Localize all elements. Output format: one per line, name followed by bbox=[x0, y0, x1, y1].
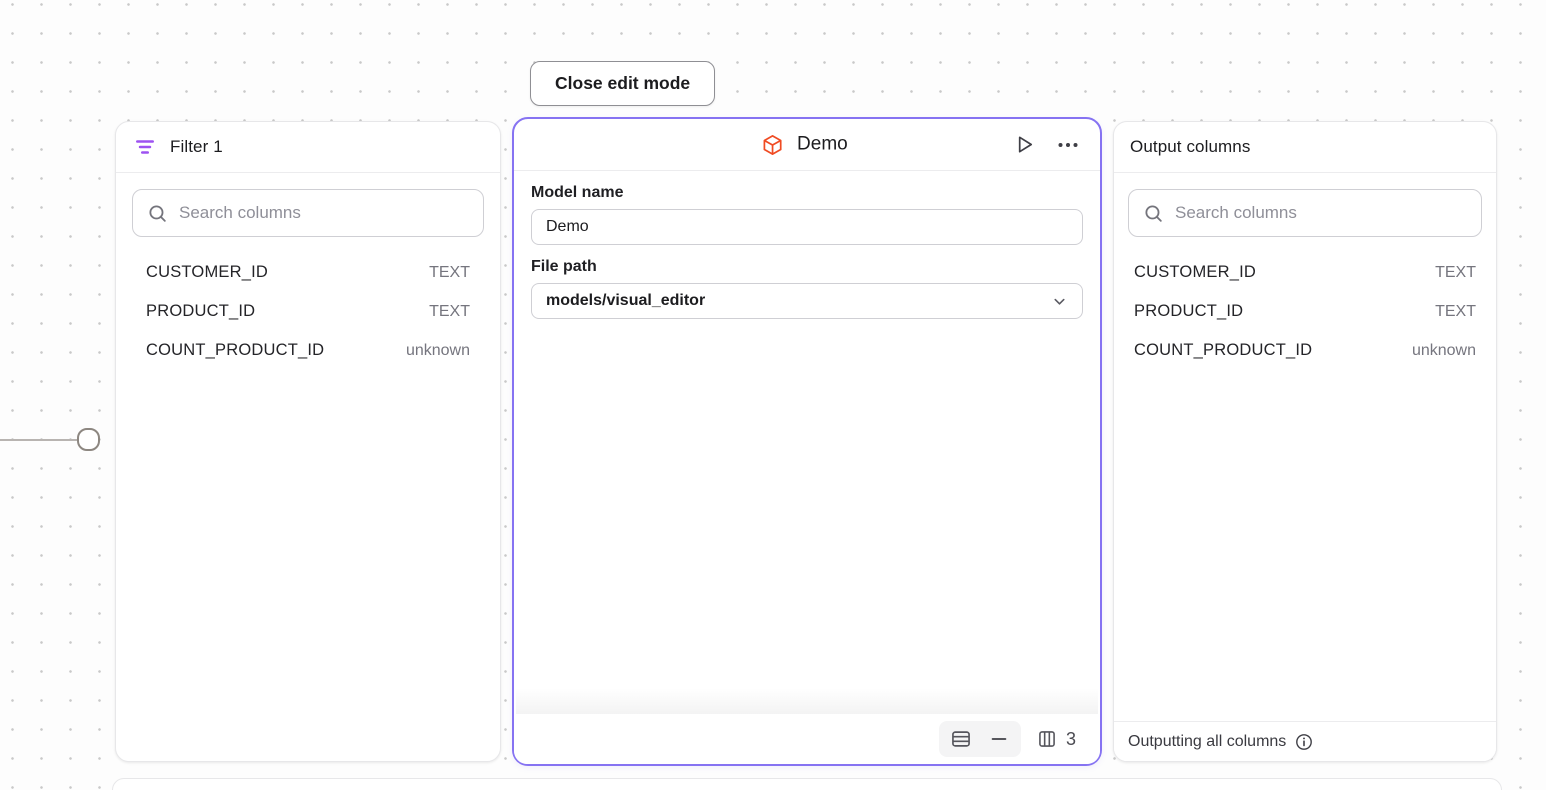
model-panel-title: Demo bbox=[797, 133, 848, 155]
file-path-select[interactable]: models/visual_editor bbox=[531, 283, 1083, 319]
close-edit-mode-button[interactable]: Close edit mode bbox=[530, 61, 716, 106]
bottom-panel[interactable] bbox=[112, 778, 1502, 790]
play-icon bbox=[1013, 133, 1036, 156]
output-columns-panel[interactable]: Output columns CUSTOMER_ID TEXT PRODUCT_… bbox=[1113, 121, 1497, 762]
column-name: COUNT_PRODUCT_ID bbox=[1134, 341, 1313, 359]
column-name: CUSTOMER_ID bbox=[1134, 263, 1256, 281]
column-row[interactable]: CUSTOMER_ID TEXT bbox=[132, 253, 484, 292]
file-path-value: models/visual_editor bbox=[546, 292, 706, 309]
model-name-label: Model name bbox=[531, 184, 624, 201]
scroll-shadow bbox=[516, 688, 1098, 714]
search-icon bbox=[147, 203, 168, 224]
model-panel-body: Model name File path models/visual_edito… bbox=[514, 171, 1100, 332]
model-panel-footer: 3 bbox=[514, 714, 1100, 764]
more-options-button[interactable] bbox=[1054, 131, 1082, 159]
output-column-list: CUSTOMER_ID TEXT PRODUCT_ID TEXT COUNT_P… bbox=[1114, 253, 1496, 370]
preview-toggle-group bbox=[938, 721, 1021, 757]
connection-edge bbox=[0, 439, 78, 441]
connection-handle[interactable] bbox=[77, 428, 100, 451]
model-cube-icon bbox=[761, 133, 784, 156]
output-footer-text: Outputting all columns bbox=[1128, 732, 1287, 750]
filter-search-box bbox=[132, 189, 484, 237]
column-count: 3 bbox=[1065, 728, 1076, 749]
output-search-input[interactable] bbox=[1175, 203, 1467, 223]
column-name: COUNT_PRODUCT_ID bbox=[146, 341, 325, 359]
chevron-down-icon bbox=[1051, 293, 1068, 310]
model-panel-header: Demo bbox=[514, 119, 1100, 171]
column-row[interactable]: CUSTOMER_ID TEXT bbox=[1124, 253, 1486, 292]
run-model-button[interactable] bbox=[1011, 131, 1038, 158]
column-name: PRODUCT_ID bbox=[146, 302, 256, 320]
column-type: TEXT bbox=[1435, 263, 1476, 281]
output-panel-header: Output columns bbox=[1114, 122, 1496, 173]
column-row[interactable]: COUNT_PRODUCT_ID unknown bbox=[132, 331, 484, 370]
search-icon bbox=[1143, 203, 1164, 224]
model-name-input[interactable] bbox=[531, 209, 1083, 245]
output-panel-footer: Outputting all columns bbox=[1114, 721, 1496, 761]
column-type: unknown bbox=[1411, 341, 1476, 359]
preview-rows-button[interactable] bbox=[948, 726, 974, 752]
column-type: unknown bbox=[405, 341, 470, 359]
column-count-group[interactable]: 3 bbox=[1037, 729, 1084, 750]
collapse-preview-button[interactable] bbox=[986, 726, 1012, 752]
filter-icon bbox=[134, 136, 156, 158]
table-rows-icon bbox=[950, 728, 972, 750]
column-row[interactable]: PRODUCT_ID TEXT bbox=[1124, 292, 1486, 331]
filter-panel-title: Filter 1 bbox=[170, 137, 223, 156]
filter-node-panel[interactable]: Filter 1 CUSTOMER_ID TEXT PRODUCT_ID TEX… bbox=[115, 121, 501, 762]
filter-panel-header: Filter 1 bbox=[116, 122, 500, 173]
ellipsis-icon bbox=[1056, 133, 1080, 157]
file-path-label: File path bbox=[531, 258, 597, 275]
column-name: CUSTOMER_ID bbox=[146, 263, 268, 281]
filter-column-list: CUSTOMER_ID TEXT PRODUCT_ID TEXT COUNT_P… bbox=[116, 253, 500, 370]
column-row[interactable]: PRODUCT_ID TEXT bbox=[132, 292, 484, 331]
output-panel-title: Output columns bbox=[1130, 137, 1251, 156]
filter-search-input[interactable] bbox=[179, 203, 469, 223]
column-type: TEXT bbox=[429, 302, 470, 320]
model-node-panel[interactable]: Demo bbox=[512, 117, 1102, 766]
column-name: PRODUCT_ID bbox=[1134, 302, 1244, 320]
minus-icon bbox=[988, 728, 1010, 750]
column-row[interactable]: COUNT_PRODUCT_ID unknown bbox=[1124, 331, 1486, 370]
column-type: TEXT bbox=[429, 263, 470, 281]
info-icon[interactable] bbox=[1294, 732, 1314, 752]
columns-icon bbox=[1037, 729, 1057, 749]
column-type: TEXT bbox=[1435, 302, 1476, 320]
output-search-box bbox=[1128, 189, 1482, 237]
